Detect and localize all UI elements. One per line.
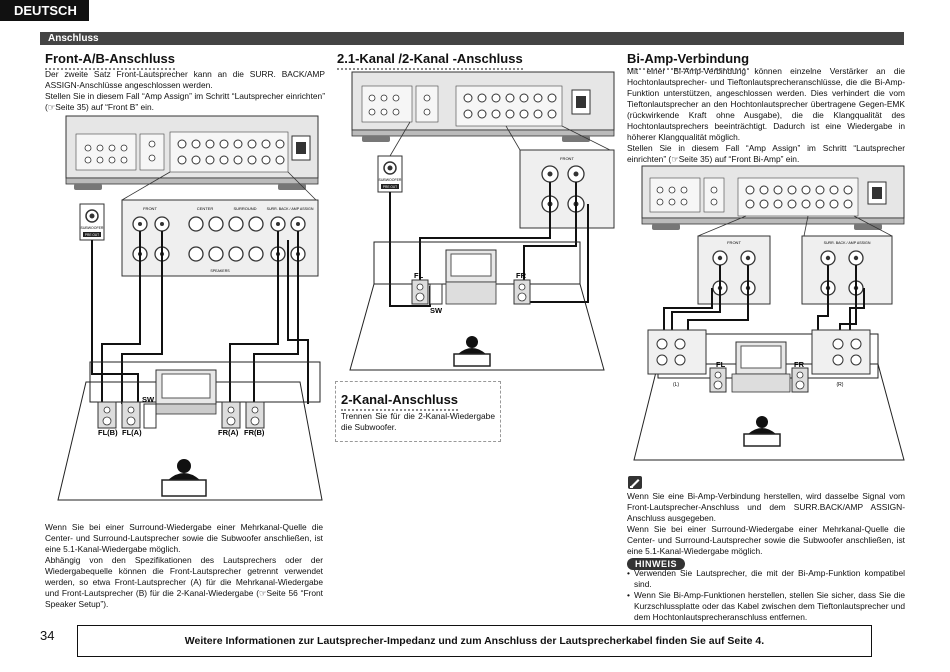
subwoofer-label: SUBWOOFER	[81, 226, 104, 230]
section-bar: Anschluss	[40, 32, 904, 45]
language-tab: DEUTSCH	[0, 0, 89, 21]
front-label-2: FRONT	[560, 156, 574, 161]
fl-label-3: FL	[716, 360, 726, 369]
surr-back-label: SURR. BACK / AMP ASSIGN	[267, 207, 314, 211]
col3-intro-text2: Stellen Sie in diesem Fall “Amp Assign” …	[627, 143, 905, 164]
col3-notes: Wenn Sie eine Bi-Amp-Verbindung herstell…	[627, 491, 905, 557]
col1-bottom-text1: Wenn Sie bei einer Surround-Wiedergabe e…	[45, 522, 323, 554]
col1-bottom-text2: Abhängig von den Spezifikationen des Lau…	[45, 555, 323, 609]
pre-out-label: PRE OUT	[85, 233, 99, 237]
subwoofer-label-2: SUBWOOFER	[379, 178, 402, 182]
col1-intro-text: Der zweite Satz Front-Lautsprecher kann …	[45, 69, 325, 90]
col3-note2: Wenn Sie bei einer Surround-Wiedergabe e…	[627, 524, 905, 556]
col1-intro-text2: Stellen Sie in diesem Fall “Amp Assign” …	[45, 91, 325, 112]
front-label: FRONT	[143, 206, 157, 211]
biamp-diagram: FRONT SURR. BACK / AMP ASSIGN (L) (R) FL	[633, 165, 905, 461]
speakers-label: SPEAKERS	[210, 269, 230, 273]
two-channel-box: 2-Kanal-Anschluss Trennen Sie für die 2-…	[335, 381, 501, 442]
listener-icon-3	[743, 416, 781, 447]
hinweis-label: HINWEIS	[627, 558, 686, 570]
col1-bottom: Wenn Sie bei einer Surround-Wiedergabe e…	[45, 522, 323, 610]
listener-icon	[161, 459, 207, 497]
fr-label-3: FR	[794, 360, 805, 369]
sw-label-2: SW	[430, 306, 443, 315]
two-channel-text: Trennen Sie für die 2-Kanal-Wiedergabe d…	[341, 411, 495, 432]
hinweis-list: Verwenden Sie Lautsprecher, die mit der …	[627, 568, 905, 623]
r-label: (R)	[837, 382, 844, 388]
footer-note: Weitere Informationen zur Lautsprecher-I…	[77, 625, 872, 657]
front-label-3: FRONT	[727, 240, 741, 245]
l-label: (L)	[673, 382, 679, 388]
fl-a-label: FL(A)	[122, 428, 142, 437]
hinweis-item-2: Wenn Sie Bi-Amp-Funktionen herstellen, s…	[627, 590, 905, 623]
col3-intro-text: Mit einer Bi-Amp-Verbindung können einze…	[627, 66, 905, 142]
page-number: 34	[40, 628, 55, 643]
two-channel-title: 2-Kanal-Anschluss	[341, 392, 459, 411]
surround-label: SURROUND	[233, 206, 256, 211]
hinweis-item-1: Verwenden Sie Lautsprecher, die mit der …	[627, 568, 905, 590]
col3-title: Bi-Amp-Verbindung	[627, 51, 750, 70]
center-label: CENTER	[197, 206, 214, 211]
listener-icon-2	[453, 336, 491, 367]
front-ab-diagram: SUBWOOFER PRE OUT FRONT CENTER SURROUND …	[57, 115, 323, 501]
col3-intro: Mit einer Bi-Amp-Verbindung können einze…	[627, 66, 905, 165]
surr-back-label-3: SURR. BACK / AMP ASSIGN	[824, 241, 871, 245]
fl-label: FL	[414, 271, 424, 280]
pre-out-label-2: PRE OUT	[383, 185, 397, 189]
stereo-diagram: SUBWOOFER PRE OUT FRONT FL FR SW	[349, 71, 615, 371]
fr-b-label: FR(B)	[244, 428, 265, 437]
col1-intro: Der zweite Satz Front-Lautsprecher kann …	[45, 69, 325, 113]
fr-label: FR	[516, 271, 527, 280]
col3-note1: Wenn Sie eine Bi-Amp-Verbindung herstell…	[627, 491, 905, 523]
col2-title: 2.1-Kanal /2-Kanal -Anschluss	[337, 51, 523, 70]
sw-label: SW	[142, 395, 155, 404]
col1-title: Front-A/B-Anschluss	[45, 51, 175, 70]
fl-b-label: FL(B)	[98, 428, 118, 437]
fr-a-label: FR(A)	[218, 428, 239, 437]
note-icon	[628, 476, 642, 489]
hinweis-badge: HINWEIS	[627, 554, 686, 572]
